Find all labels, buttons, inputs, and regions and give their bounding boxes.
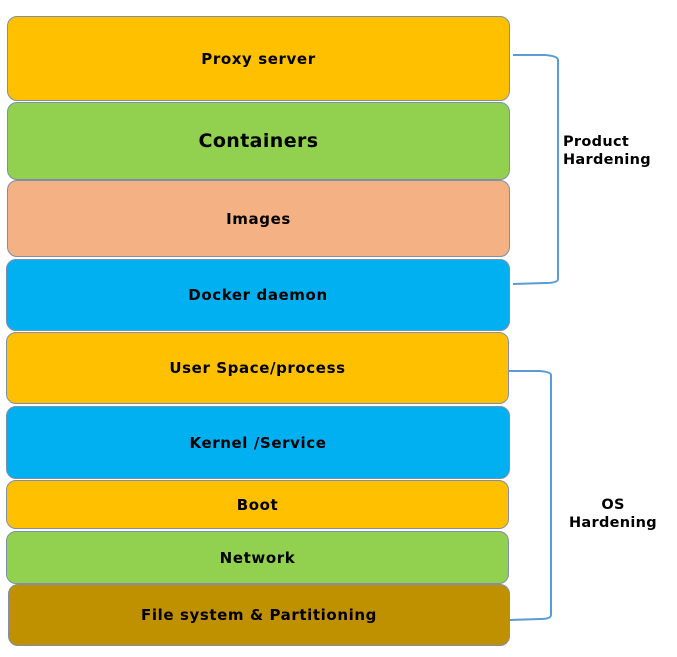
os-hardening-label: OS Hardening	[563, 496, 663, 532]
layer-proxy-server: Proxy server	[7, 16, 510, 101]
layer-label: Kernel /Service	[189, 433, 327, 452]
layer-label: Containers	[198, 130, 319, 152]
layer-label: Boot	[236, 495, 279, 514]
layer-boot: Boot	[6, 480, 509, 529]
layer-images: Images	[7, 180, 510, 257]
layer-label: Network	[219, 548, 296, 567]
layer-kernel-service: Kernel /Service	[6, 406, 510, 479]
os-hardening-bracket	[509, 370, 552, 621]
layer-filesystem: File system & Partitioning	[8, 584, 510, 646]
label-line: Product	[563, 134, 630, 150]
layer-label: Images	[226, 209, 291, 228]
layer-label: Proxy server	[201, 49, 316, 68]
layer-user-space: User Space/process	[6, 332, 509, 404]
layer-docker-daemon: Docker daemon	[6, 259, 510, 331]
label-line: Hardening	[563, 152, 651, 168]
label-line: OS	[601, 497, 625, 513]
label-line: Hardening	[569, 515, 657, 531]
layer-containers: Containers	[7, 102, 510, 180]
layer-label: File system & Partitioning	[141, 606, 377, 624]
layer-label: Docker daemon	[188, 286, 328, 304]
layer-label: User Space/process	[169, 359, 346, 377]
product-hardening-label: Product Hardening	[563, 133, 651, 169]
product-hardening-bracket	[512, 54, 559, 285]
layer-network: Network	[6, 531, 509, 584]
